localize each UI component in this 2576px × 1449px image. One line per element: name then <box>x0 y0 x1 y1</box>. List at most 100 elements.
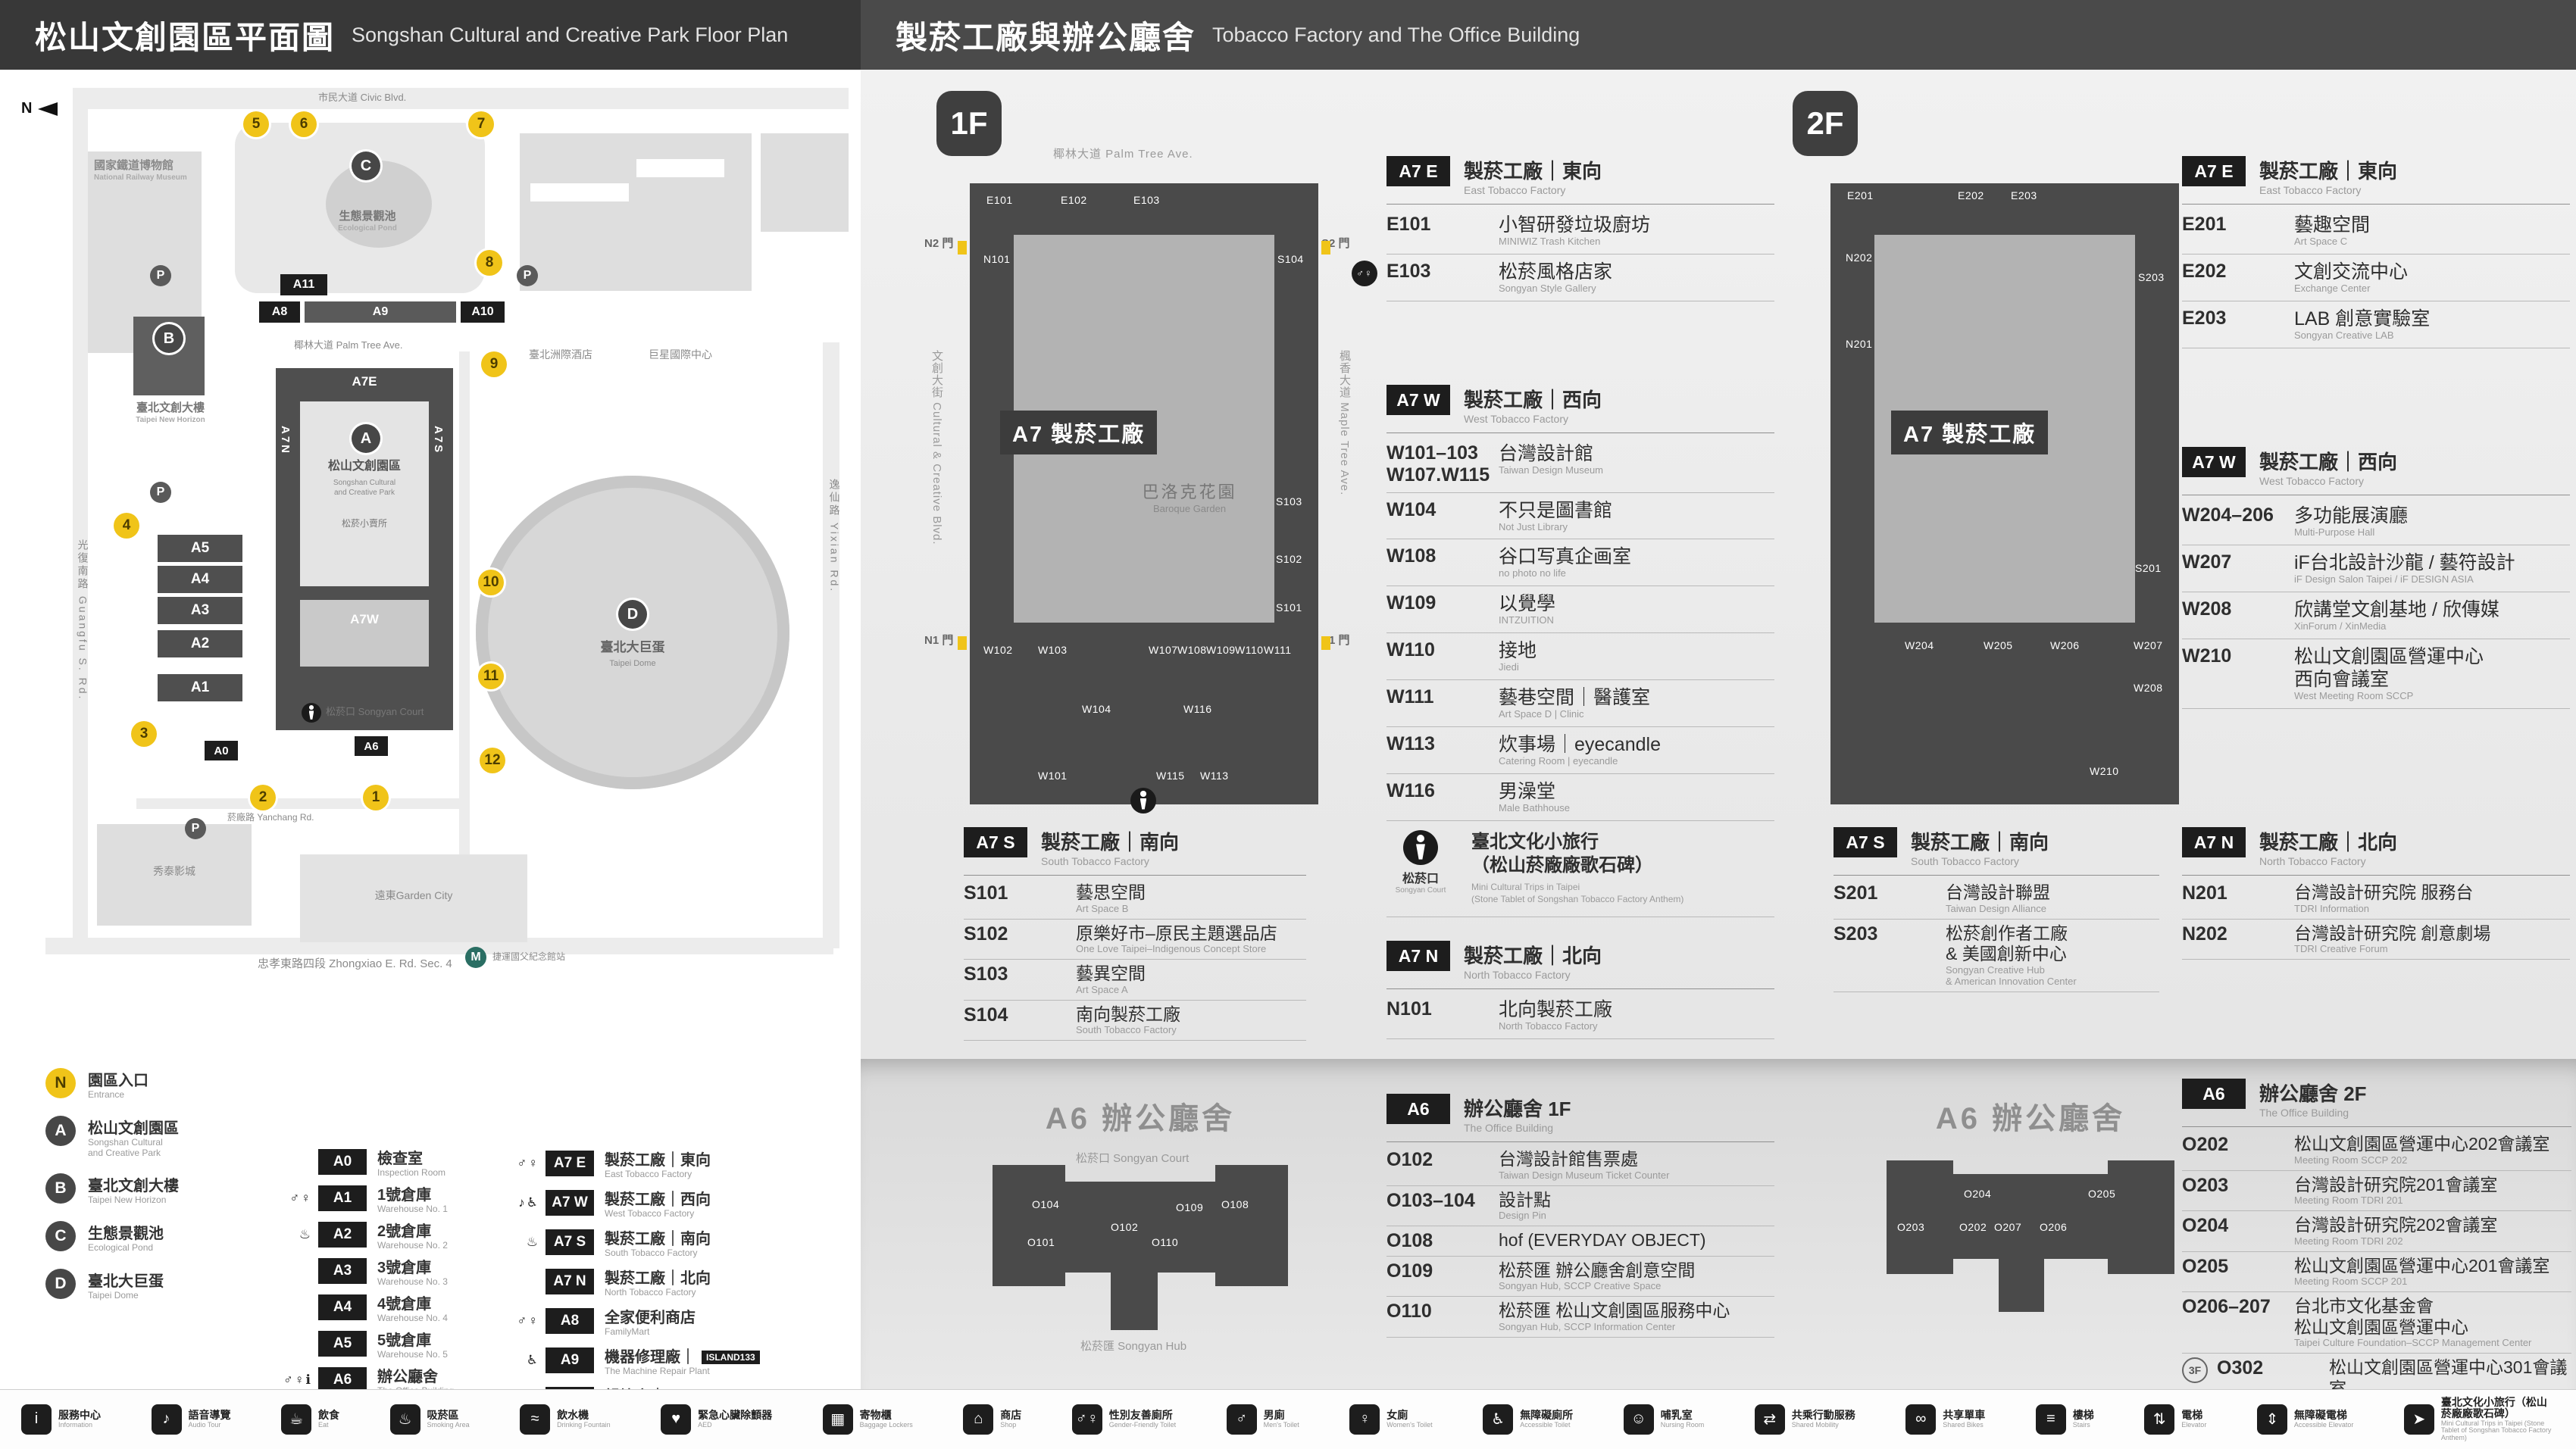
room-zh: 台灣設計聯盟 <box>1946 882 2050 902</box>
room-code: E103 <box>1386 260 1431 282</box>
garden-zh: 巴洛克花園 <box>1142 482 1237 501</box>
court-en1: Mini Cultural Trips in Taipei <box>1471 882 1580 893</box>
building-code-badge: A7 W <box>546 1190 594 1216</box>
a6-west-wing <box>1887 1160 1953 1274</box>
court-en: Songyan Court <box>1395 886 1446 895</box>
room-label: O207 <box>1994 1221 2022 1233</box>
section-zh: 製菸工廠｜南向 <box>1041 831 1180 854</box>
room-en: One Love Taipei–Indigenous Concept Store <box>1076 943 1267 955</box>
page-title-zh: 松山文創園區平面圖 <box>35 19 336 55</box>
section-en: South Tobacco Factory <box>1911 855 2019 867</box>
facility-icon: ♀ <box>1349 1404 1380 1435</box>
new-horizon-label: 臺北文創大樓 Taipei New Horizon <box>106 401 235 425</box>
room-zh: 松山文創園區營運中心201會議室 <box>2294 1255 2550 1276</box>
section-badge: A6 <box>2182 1079 2246 1109</box>
room-label: O109 <box>1176 1201 1204 1213</box>
a6-east-wing <box>1215 1165 1288 1286</box>
eco-pond-en: Ecological Pond <box>338 223 397 233</box>
gardencity-label: 遠東Garden City <box>374 889 453 901</box>
room-code: W108 <box>1386 545 1436 567</box>
facility-legend-item: ∞ 共享單車 Shared Bikes <box>1905 1404 1985 1435</box>
facility-legend-item: ♨ 吸菸區 Smoking Area <box>389 1404 470 1435</box>
legend-building-row: ♪♿ A7 W 製菸工廠｜西向 West Tobacco Factory <box>497 1183 846 1223</box>
mrt-label: 捷運國父紀念館站 <box>492 951 566 962</box>
room-code: O302 <box>2217 1357 2264 1379</box>
facility-icon: ♪ <box>151 1404 182 1435</box>
entrance-zh: 園區入口 <box>88 1073 148 1089</box>
legend-building-row: A3 3號倉庫 Warehouse No. 3 <box>270 1253 497 1289</box>
building-code-badge: A0 <box>318 1149 367 1175</box>
room-label: N201 <box>1846 338 1873 350</box>
north-label: N <box>21 100 33 117</box>
restroom-icon: ♂♀ <box>1352 260 1377 286</box>
facility-icon: ♂♀ <box>1071 1404 1102 1435</box>
facility-legend-item: ♀ 女廁 Women's Toilet <box>1349 1404 1433 1435</box>
room-zh: 小智研發垃圾廚坊 <box>1499 214 1651 236</box>
room-zh: 谷口写真企画室 <box>1499 546 1632 568</box>
area-en: Ecological Pond <box>88 1242 154 1254</box>
a7-south-court <box>300 600 429 667</box>
legend-area-row: B 臺北文創大樓 Taipei New Horizon <box>45 1173 273 1206</box>
legend-area-row: D 臺北大巨蛋 Taipei Dome <box>45 1268 273 1301</box>
facility-legend-item: ≡ 樓梯 Stairs <box>2035 1404 2094 1435</box>
building-zh: 1號倉庫 <box>377 1186 432 1204</box>
map-chip-a8: A8 <box>259 301 300 323</box>
room-en: Taiwan Design Alliance <box>1946 902 2046 914</box>
entrance-marker: 2 <box>250 785 276 810</box>
section-zh: 製菸工廠｜西向 <box>1464 389 1602 411</box>
section-zh: 製菸工廠｜東向 <box>1464 160 1602 183</box>
room-label: E101 <box>986 194 1013 206</box>
songyan-court-info: 松菸口 Songyan Court 臺北文化小旅行 （松山菸廠廠歌石碑） Min… <box>1386 830 1774 917</box>
room-zh: 台北市文化基金會 <box>2294 1296 2434 1316</box>
songyan-court-label: 松菸口 Songyan Court <box>326 706 424 717</box>
room-label: W205 <box>1984 639 2013 651</box>
room-label: N202 <box>1846 251 1873 264</box>
gardencity-block <box>300 854 527 942</box>
room-code: O205 <box>2182 1255 2229 1277</box>
room-label: O202 <box>1959 1221 1987 1233</box>
room-code: W110 <box>1386 639 1435 661</box>
legend-building-row: A4 4號倉庫 Warehouse No. 4 <box>270 1289 497 1326</box>
section-badge: A7 E <box>1386 156 1450 186</box>
room-zh: 藝異空間 <box>1076 963 1146 984</box>
room-label: W116 <box>1183 703 1212 715</box>
room-code: W116 <box>1386 780 1435 802</box>
room-en: South Tobacco Factory <box>1076 1024 1177 1036</box>
room-en: Songyan Hub, SCCP Creative Space <box>1499 1280 1662 1292</box>
railway-museum-en: National Railway Museum <box>94 173 187 182</box>
legend-building-row: ♂♀ A8 全家便利商店 FamilyMart <box>497 1301 846 1341</box>
building-code-badge: A4 <box>318 1294 367 1320</box>
room-code: W113 <box>1386 733 1435 755</box>
room-code: O206–207 <box>2182 1296 2271 1318</box>
room-zh: 文創交流中心 <box>2294 261 2409 283</box>
a7-south-wing <box>970 623 1318 804</box>
room-code: S102 <box>964 923 1008 945</box>
building-chip <box>530 183 629 201</box>
building-en: South Tobacco Factory <box>605 1247 698 1258</box>
floor-3f-badge: 3F <box>2182 1357 2208 1384</box>
room-code: O204 <box>2182 1215 2229 1237</box>
section-en: West Tobacco Factory <box>1464 413 1568 425</box>
entrance-marker: 4 <box>114 513 139 539</box>
section-en: West Tobacco Factory <box>2259 475 2364 487</box>
room-zh: 松菸匯 辦公廳舍創意空間 <box>1499 1260 1696 1280</box>
building-code-badge: A6 <box>318 1367 367 1389</box>
legend-entrance-row: N 園區入口 Entrance <box>45 1068 273 1101</box>
area-zh: 臺北大巨蛋 <box>88 1273 164 1290</box>
map-chip-a0: A0 <box>205 741 238 760</box>
entrance-marker: 3 <box>131 721 157 747</box>
facility-legend-item: ⌂ 商店 Shop <box>963 1404 1021 1435</box>
room-code: O203 <box>2182 1174 2229 1196</box>
room-code: S201 <box>1834 882 1878 904</box>
building-code-badge: A7 N <box>546 1269 594 1294</box>
